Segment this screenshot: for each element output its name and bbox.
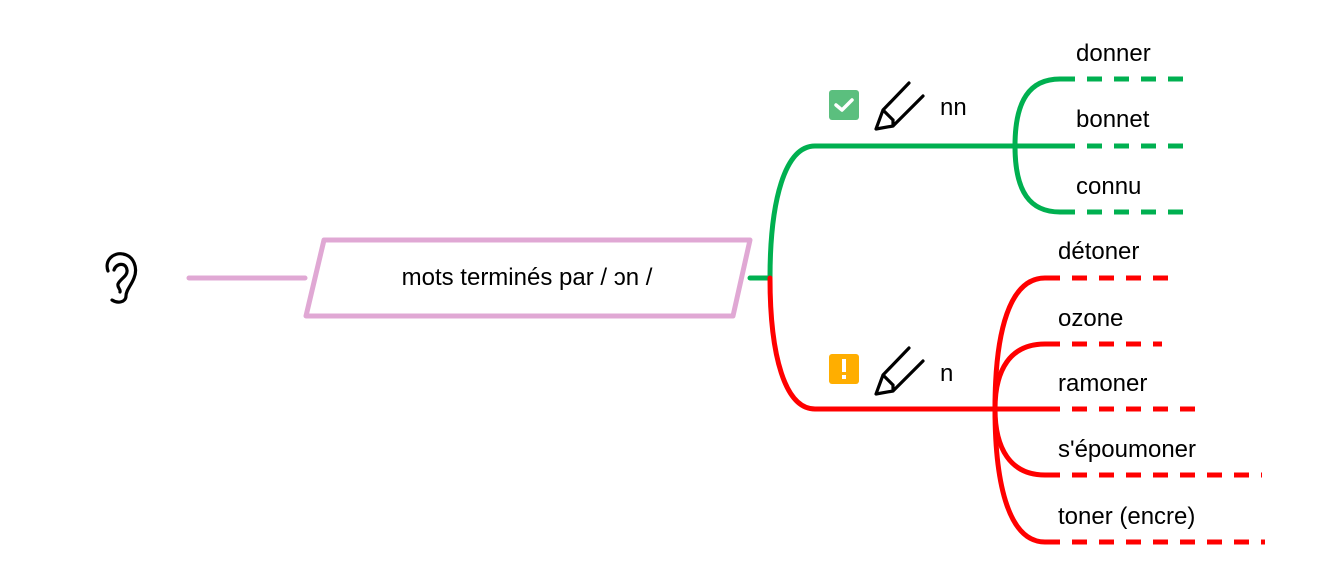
branch-nn-children-connectors [1012,76,1061,215]
checkbox-checked-icon [829,90,859,120]
branch-nn-line [767,143,1063,281]
ear-icon [105,252,138,304]
central-topic-shape[interactable] [303,237,753,319]
child-label[interactable]: ramoner [1058,370,1148,397]
child-label[interactable]: ozone [1058,305,1124,332]
branch-nn-children-underlines [1060,76,1195,215]
child-label[interactable]: détoner [1058,238,1140,265]
child-label[interactable]: toner (encre) [1058,503,1196,530]
child-label[interactable]: donner [1076,40,1151,67]
child-label[interactable]: s'époumoner [1058,436,1196,463]
branch-label-nn[interactable]: nn [940,94,967,121]
child-label[interactable]: connu [1076,173,1142,200]
pen-icon [874,81,925,131]
central-topic-label: mots terminés par / ɔn / [401,264,653,291]
branch-n-children-underlines [1045,275,1265,545]
branch-n-children-connectors [992,275,1046,545]
pen-icon [874,346,925,396]
branch-label-n[interactable]: n [940,360,954,387]
central-topic[interactable]: mots terminés par / ɔn / [302,238,752,318]
child-label[interactable]: bonnet [1076,106,1150,133]
branch-n-line [767,275,1058,412]
exclamation-icon [829,354,859,384]
